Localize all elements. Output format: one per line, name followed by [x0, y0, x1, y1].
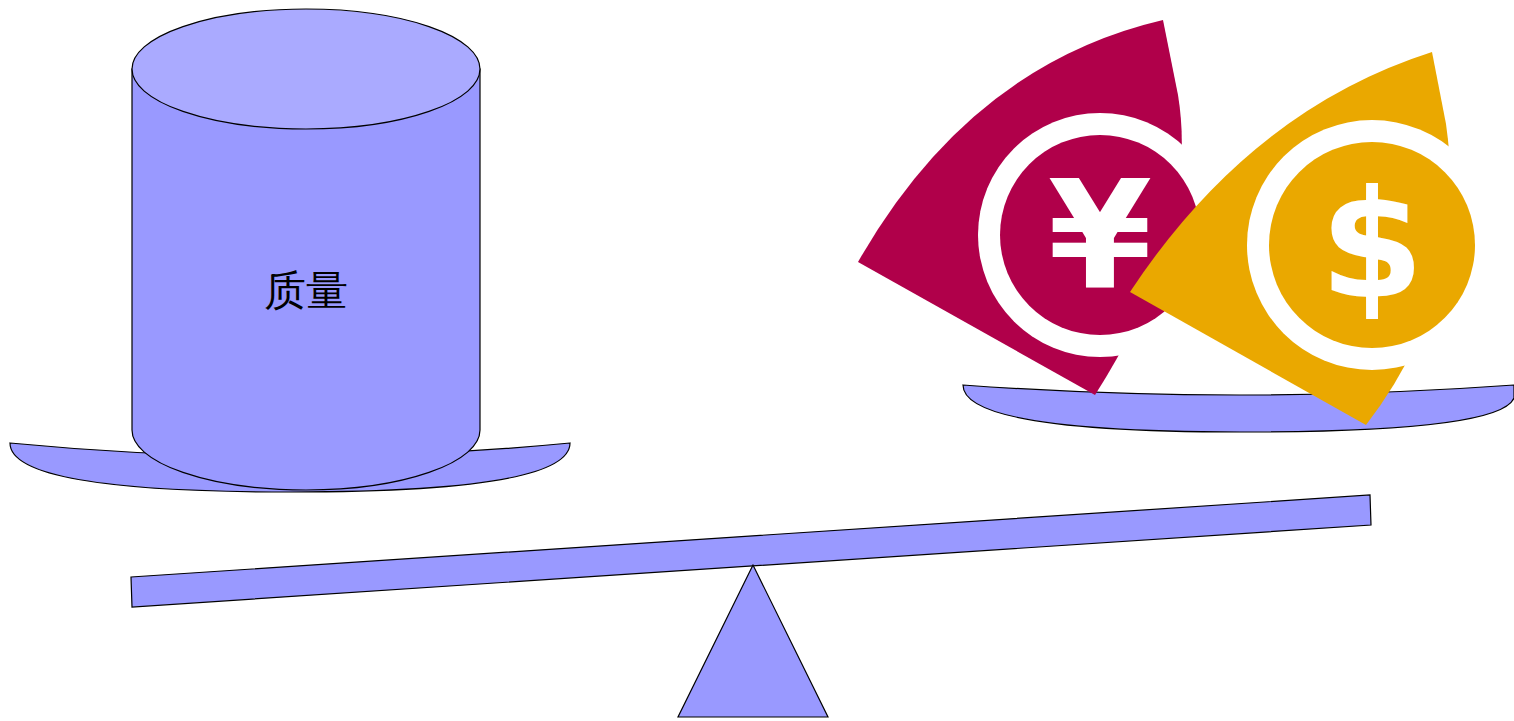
currency-symbol: ¥	[1030, 160, 1170, 310]
dollar-icon	[1130, 52, 1497, 425]
right-pan	[963, 385, 1514, 432]
yen-icon	[858, 20, 1222, 395]
cylinder-node: 质量	[131, 8, 481, 492]
fulcrum	[678, 565, 828, 717]
node-label: 质量	[131, 263, 481, 319]
currency-symbol: $	[1302, 170, 1442, 320]
cylinder-shape	[131, 8, 481, 492]
